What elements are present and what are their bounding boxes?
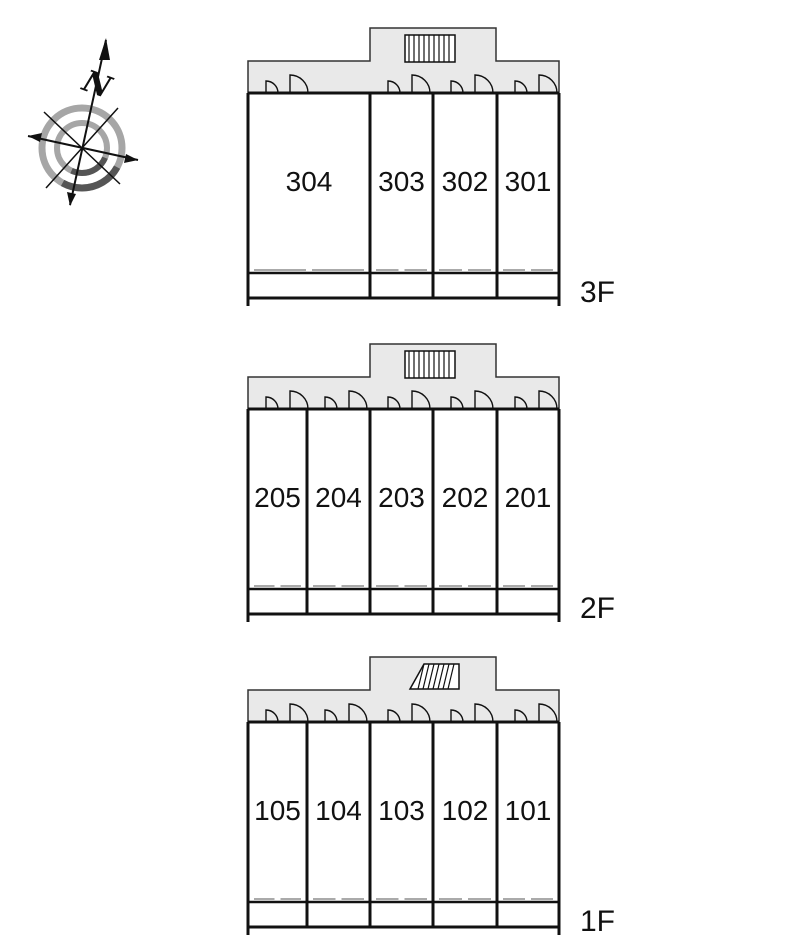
stair-step <box>427 663 435 690</box>
compass-ns-line <box>69 39 107 206</box>
floor-label: 2F <box>580 592 615 625</box>
unit-number-202: 202 <box>442 482 489 513</box>
door-swing-icon <box>514 80 528 94</box>
door-swing-icon <box>474 703 494 723</box>
unit-number-201: 201 <box>505 482 552 513</box>
floor-2f: 205 204 203 202 201 2F <box>246 343 615 625</box>
unit-number-103: 103 <box>378 795 425 826</box>
common-corridor <box>247 343 560 410</box>
stair-step <box>437 663 445 690</box>
floor-1f: 105 104 103 102 101 1F <box>246 656 615 938</box>
north-arrow-icon <box>99 38 110 60</box>
door-swing-icon <box>289 390 309 410</box>
door-swing-icon <box>387 709 401 723</box>
stair-icon <box>404 34 456 63</box>
unit-number-105: 105 <box>254 795 301 826</box>
south-arrow-icon <box>67 192 76 206</box>
door-swing-icon <box>411 74 431 94</box>
door-swing-icon <box>324 709 338 723</box>
door-swing-icon <box>514 709 528 723</box>
floor-label: 1F <box>580 905 615 938</box>
door-swing-icon <box>289 74 309 94</box>
unit-number-203: 203 <box>378 482 425 513</box>
door-swing-icon <box>538 390 558 410</box>
floors-group: 304 303 302 301 3F 205 204 203 202 201 2F 105 104 103… <box>246 27 615 938</box>
unit-number-101: 101 <box>505 795 552 826</box>
compass-north-label: N <box>77 63 117 106</box>
unit-number-304: 304 <box>286 166 333 197</box>
door-swing-icon <box>538 703 558 723</box>
compass-outer-ring-dark <box>38 104 126 192</box>
door-swing-icon <box>348 390 368 410</box>
compass-inner-ring-dark <box>54 120 110 176</box>
common-corridor <box>247 27 560 94</box>
door-swing-icon <box>538 74 558 94</box>
door-swing-icon <box>387 396 401 410</box>
common-corridor <box>247 656 560 723</box>
door-swing-icon <box>474 74 494 94</box>
compass-rose-icon: N <box>27 38 139 206</box>
door-swing-icon <box>289 703 309 723</box>
east-arrow-icon <box>124 154 138 163</box>
stair-up-icon <box>408 663 460 690</box>
stair-step <box>417 663 425 690</box>
door-swing-icon <box>514 396 528 410</box>
door-swing-icon <box>324 396 338 410</box>
door-swing-icon <box>450 709 464 723</box>
stair-step <box>422 663 430 690</box>
unit-number-102: 102 <box>442 795 489 826</box>
unit-number-302: 302 <box>442 166 489 197</box>
door-swing-icon <box>348 703 368 723</box>
compass-diagonal-2 <box>45 107 119 189</box>
west-arrow-icon <box>28 133 42 142</box>
door-swing-icon <box>387 80 401 94</box>
stair-step <box>442 663 450 690</box>
stair-icon <box>404 350 456 379</box>
floor-3f: 304 303 302 301 3F <box>246 27 615 309</box>
door-swing-icon <box>450 396 464 410</box>
stair-outline <box>404 34 456 63</box>
door-swing-icon <box>265 80 279 94</box>
stair-step <box>432 663 440 690</box>
unit-number-301: 301 <box>505 166 552 197</box>
unit-number-205: 205 <box>254 482 301 513</box>
door-swing-icon <box>450 80 464 94</box>
stair-outline <box>404 350 456 379</box>
unit-number-104: 104 <box>315 795 362 826</box>
door-swing-icon <box>411 390 431 410</box>
unit-number-204: 204 <box>315 482 362 513</box>
unit-number-303: 303 <box>378 166 425 197</box>
door-swing-icon <box>474 390 494 410</box>
stair-step <box>447 663 455 690</box>
door-swing-icon <box>411 703 431 723</box>
floor-label: 3F <box>580 276 615 309</box>
door-swing-icon <box>265 709 279 723</box>
door-swing-icon <box>265 396 279 410</box>
